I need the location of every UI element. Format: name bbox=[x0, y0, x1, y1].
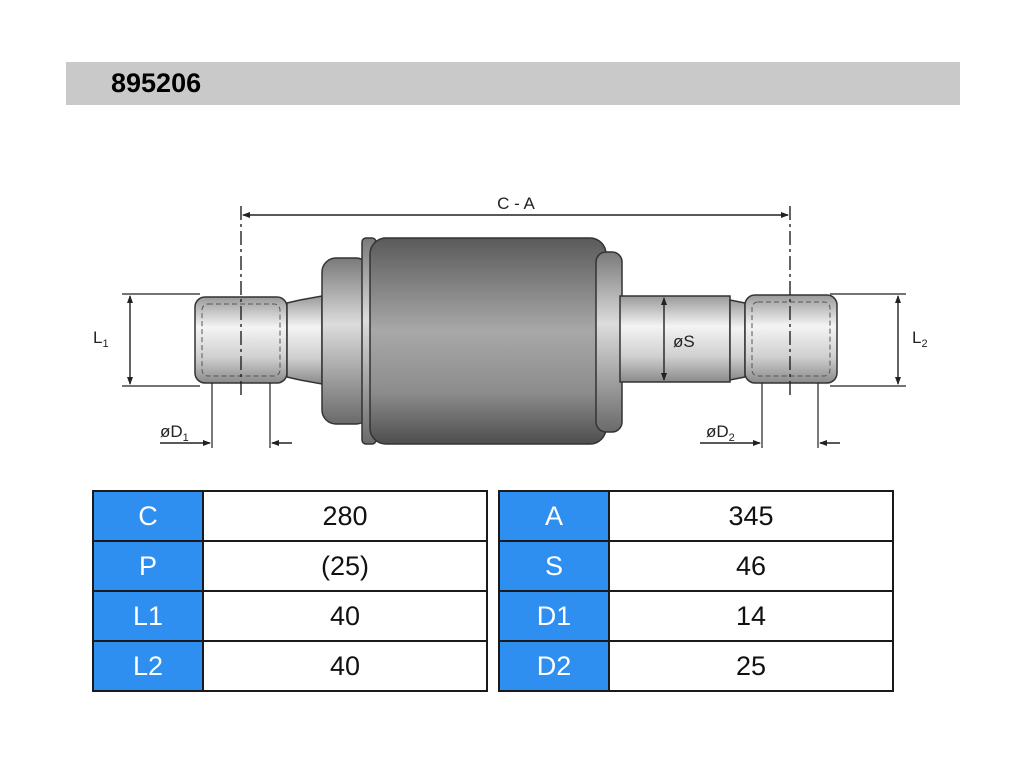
table-row: P (25) bbox=[92, 540, 488, 592]
part-number: 895206 bbox=[111, 68, 202, 98]
left-neck bbox=[286, 295, 323, 385]
spec-value: 14 bbox=[608, 590, 894, 642]
right-flange bbox=[595, 251, 623, 433]
table-row: L1 40 bbox=[92, 590, 488, 642]
main-body bbox=[369, 237, 607, 445]
label-c-a: C - A bbox=[497, 194, 535, 213]
spec-table-right: A 345 S 46 D1 14 D2 25 bbox=[498, 490, 894, 692]
technical-drawing: C - A L1 L2 øS øD1 øD2 bbox=[93, 194, 928, 448]
table-row: A 345 bbox=[498, 490, 894, 542]
dimension-l1: L1 bbox=[93, 293, 200, 387]
dimension-d2: øD2 bbox=[700, 383, 840, 448]
title-bar: 895206 bbox=[66, 62, 960, 105]
spec-key: P bbox=[92, 540, 204, 592]
label-l1: L1 bbox=[93, 328, 109, 350]
dimension-d1: øD1 bbox=[160, 383, 292, 448]
spec-table-left: C 280 P (25) L1 40 L2 40 bbox=[92, 490, 488, 692]
table-row: D1 14 bbox=[498, 590, 894, 642]
spec-value: 40 bbox=[202, 590, 488, 642]
spec-value: 25 bbox=[608, 640, 894, 692]
spec-key: S bbox=[498, 540, 610, 592]
label-d1: øD1 bbox=[160, 422, 189, 444]
spec-value: 46 bbox=[608, 540, 894, 592]
dimension-s: øS bbox=[661, 297, 695, 381]
table-row: L2 40 bbox=[92, 640, 488, 692]
spec-key: L1 bbox=[92, 590, 204, 642]
label-d2: øD2 bbox=[706, 422, 735, 444]
table-row: C 280 bbox=[92, 490, 488, 542]
dimension-c-a: C - A bbox=[242, 194, 789, 218]
dimension-l2: L2 bbox=[830, 293, 928, 387]
spec-value: 40 bbox=[202, 640, 488, 692]
spec-value: (25) bbox=[202, 540, 488, 592]
spec-key: D2 bbox=[498, 640, 610, 692]
table-row: D2 25 bbox=[498, 640, 894, 692]
label-l2: L2 bbox=[912, 328, 928, 350]
spec-key: L2 bbox=[92, 640, 204, 692]
spec-key: A bbox=[498, 490, 610, 542]
spec-value: 280 bbox=[202, 490, 488, 542]
right-end-bushing bbox=[744, 294, 838, 384]
label-s: øS bbox=[673, 332, 695, 351]
table-row: S 46 bbox=[498, 540, 894, 592]
spec-key: C bbox=[92, 490, 204, 542]
spec-value: 345 bbox=[608, 490, 894, 542]
spec-key: D1 bbox=[498, 590, 610, 642]
left-flange bbox=[321, 237, 377, 445]
center-lines bbox=[240, 206, 791, 395]
